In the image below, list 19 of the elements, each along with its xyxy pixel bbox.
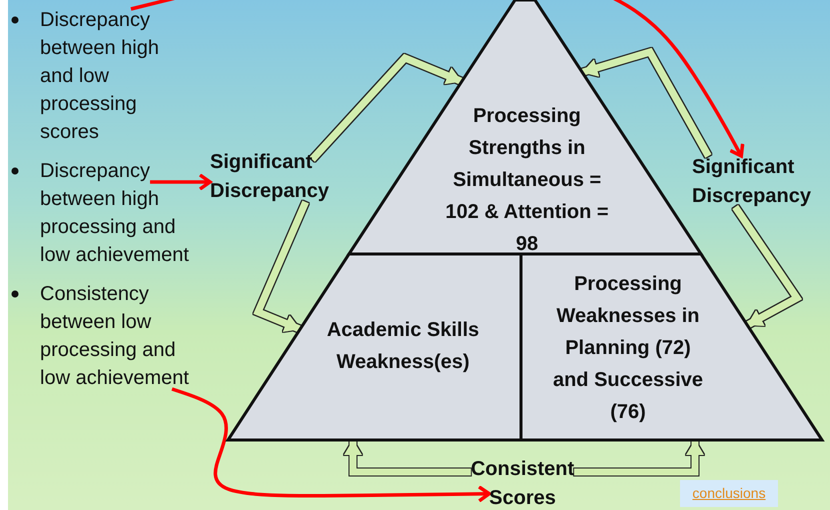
section-text: Academic Skills Weakness(es)	[326, 318, 480, 375]
block-arrow	[581, 48, 712, 158]
section-text: Processing Weaknesses in Planning (72) and Successive (76)	[552, 272, 704, 425]
bullet-text: Discrepancy between high processing and low achievement	[40, 157, 194, 269]
block-arrow	[253, 200, 309, 332]
block-arrow	[574, 440, 704, 476]
block-arrow	[732, 205, 802, 328]
curved-arrow	[130, 0, 744, 158]
consistency-label: Consistent Scores	[460, 455, 585, 510]
curved-arrow	[171, 387, 491, 503]
conclusions-link: conclusions	[680, 480, 778, 507]
bullet-text: Consistency between low processing and low achievement	[40, 280, 194, 392]
bullet-text: Discrepancy between high and low processing scores	[40, 6, 194, 146]
block-arrow	[310, 54, 464, 162]
curved-arrow	[150, 173, 212, 191]
block-arrow	[344, 440, 471, 476]
section-text: Processing Strengths in Simultaneous = 102 & Attention = 98	[444, 104, 610, 257]
discrepancy-label: Significant Discrepancy	[692, 153, 830, 211]
discrepancy-label: Significant Discrepancy	[210, 148, 350, 206]
